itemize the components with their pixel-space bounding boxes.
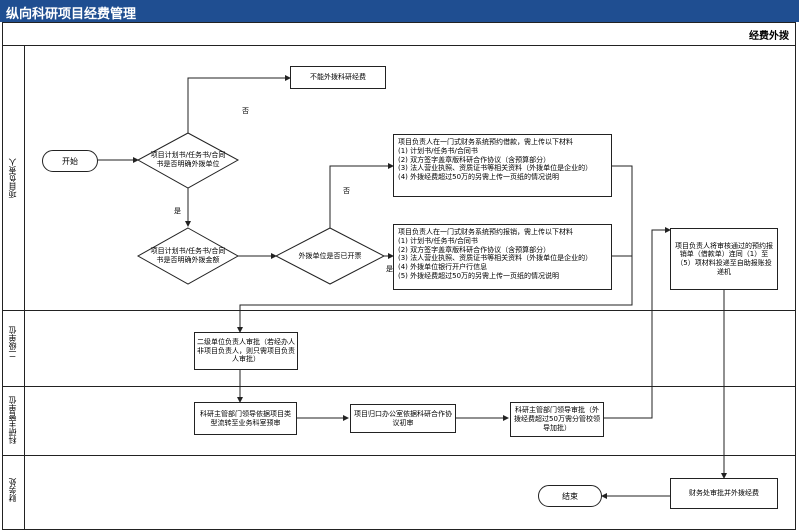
reimburse-item: (4) 外拨单位银行开户行信息 [398, 263, 488, 271]
edge-d3-no [329, 163, 394, 228]
decision3-text: 外拨单位是否已开票 [298, 251, 362, 260]
section-title: 经费外拨 [749, 31, 789, 42]
page-title: 纵向科研项目经费管理 [6, 7, 137, 22]
decision1-text: 项目计划书/任务书/合同书是否明确外拨单位 [150, 151, 226, 168]
submit-materials-box: 项目负责人将审核通过的预约报销单（借款单）连同（1）至（5）项材料投递至自助报账… [670, 228, 778, 290]
lane-header-separator [24, 45, 25, 530]
edge-label-yes: 是 [174, 207, 181, 215]
lane-divider [2, 45, 796, 46]
diagram-frame [2, 22, 796, 530]
decision2-diamond [136, 227, 240, 285]
loan-item: (4) 外拨经费超过50万的另需上传一页纸的情况说明 [398, 173, 560, 181]
no-funding-box: 不能外拨科研经费 [290, 66, 386, 89]
loan-materials-box: 项目负责人在一门式财务系统预约借款，需上传以下材料 (1) 计划书/任务书/合同… [393, 134, 612, 197]
office-review-box: 项目归口办公室依据科研合作协议初审 [350, 404, 456, 433]
reimburse-box-title: 项目负责人在一门式财务系统预约报销，需上传以下材料 [398, 228, 573, 236]
lane-divider [2, 386, 796, 387]
decision3-diamond [274, 227, 386, 285]
decision1-diamond [136, 132, 240, 189]
loan-item: (2) 双方签字盖章版科研合作协议（含预算部分） [398, 155, 551, 164]
edge-loan-dept [237, 165, 633, 333]
loan-item: (1) 计划书/任务书/合同书 [398, 146, 478, 155]
dept-approval-box: 二级单位负责人审批（若经办人非项目负责人，则只需项目负责人审批） [194, 332, 298, 370]
reimburse-item: (2) 双方签字盖章版科研合作协议（含预算部分） [398, 245, 551, 254]
loan-item: (3) 法人营业执照、资质证书等相关资料（外拨单位是企业的） [398, 164, 593, 173]
reimburse-materials-box: 项目负责人在一门式财务系统预约报销，需上传以下材料 (1) 计划书/任务书/合同… [393, 224, 612, 290]
edge-label-no-d3: 否 [343, 187, 350, 195]
lane-divider [2, 310, 796, 311]
research-leader-box: 科研主管部门领导依据项目类型流转至业务科室预审 [194, 402, 297, 435]
end-node: 结束 [538, 485, 602, 507]
title-bar: 纵向科研项目经费管理 [0, 0, 799, 22]
edge-label-no: 否 [242, 107, 249, 115]
reimburse-item: (5) 外拨经费超过50万的另需上传一页纸的情况说明 [398, 271, 560, 280]
edge-d1-no [187, 75, 291, 133]
loan-box-title: 项目负责人在一门式财务系统预约借款，需上传以下材料 [398, 138, 573, 146]
start-node: 开始 [42, 150, 98, 172]
finance-approval-box: 财务处审批并外拨经费 [670, 478, 778, 509]
edge-approval-submit [604, 227, 671, 419]
reimburse-item: (3) 法人营业执照、资质证书等相关资料（外拨单位是企业的） [398, 254, 593, 263]
reimburse-item: (1) 计划书/任务书/合同书 [398, 236, 478, 245]
lane-divider [2, 455, 796, 456]
edge-label-yes-d3: 是 [386, 265, 393, 273]
research-approval-box: 科研主管部门领导审批（外拨经费超过50万需分管校领导加批） [510, 402, 604, 437]
decision2-text: 项目计划书/任务书/合同书是否明确外拨金额 [150, 247, 226, 264]
